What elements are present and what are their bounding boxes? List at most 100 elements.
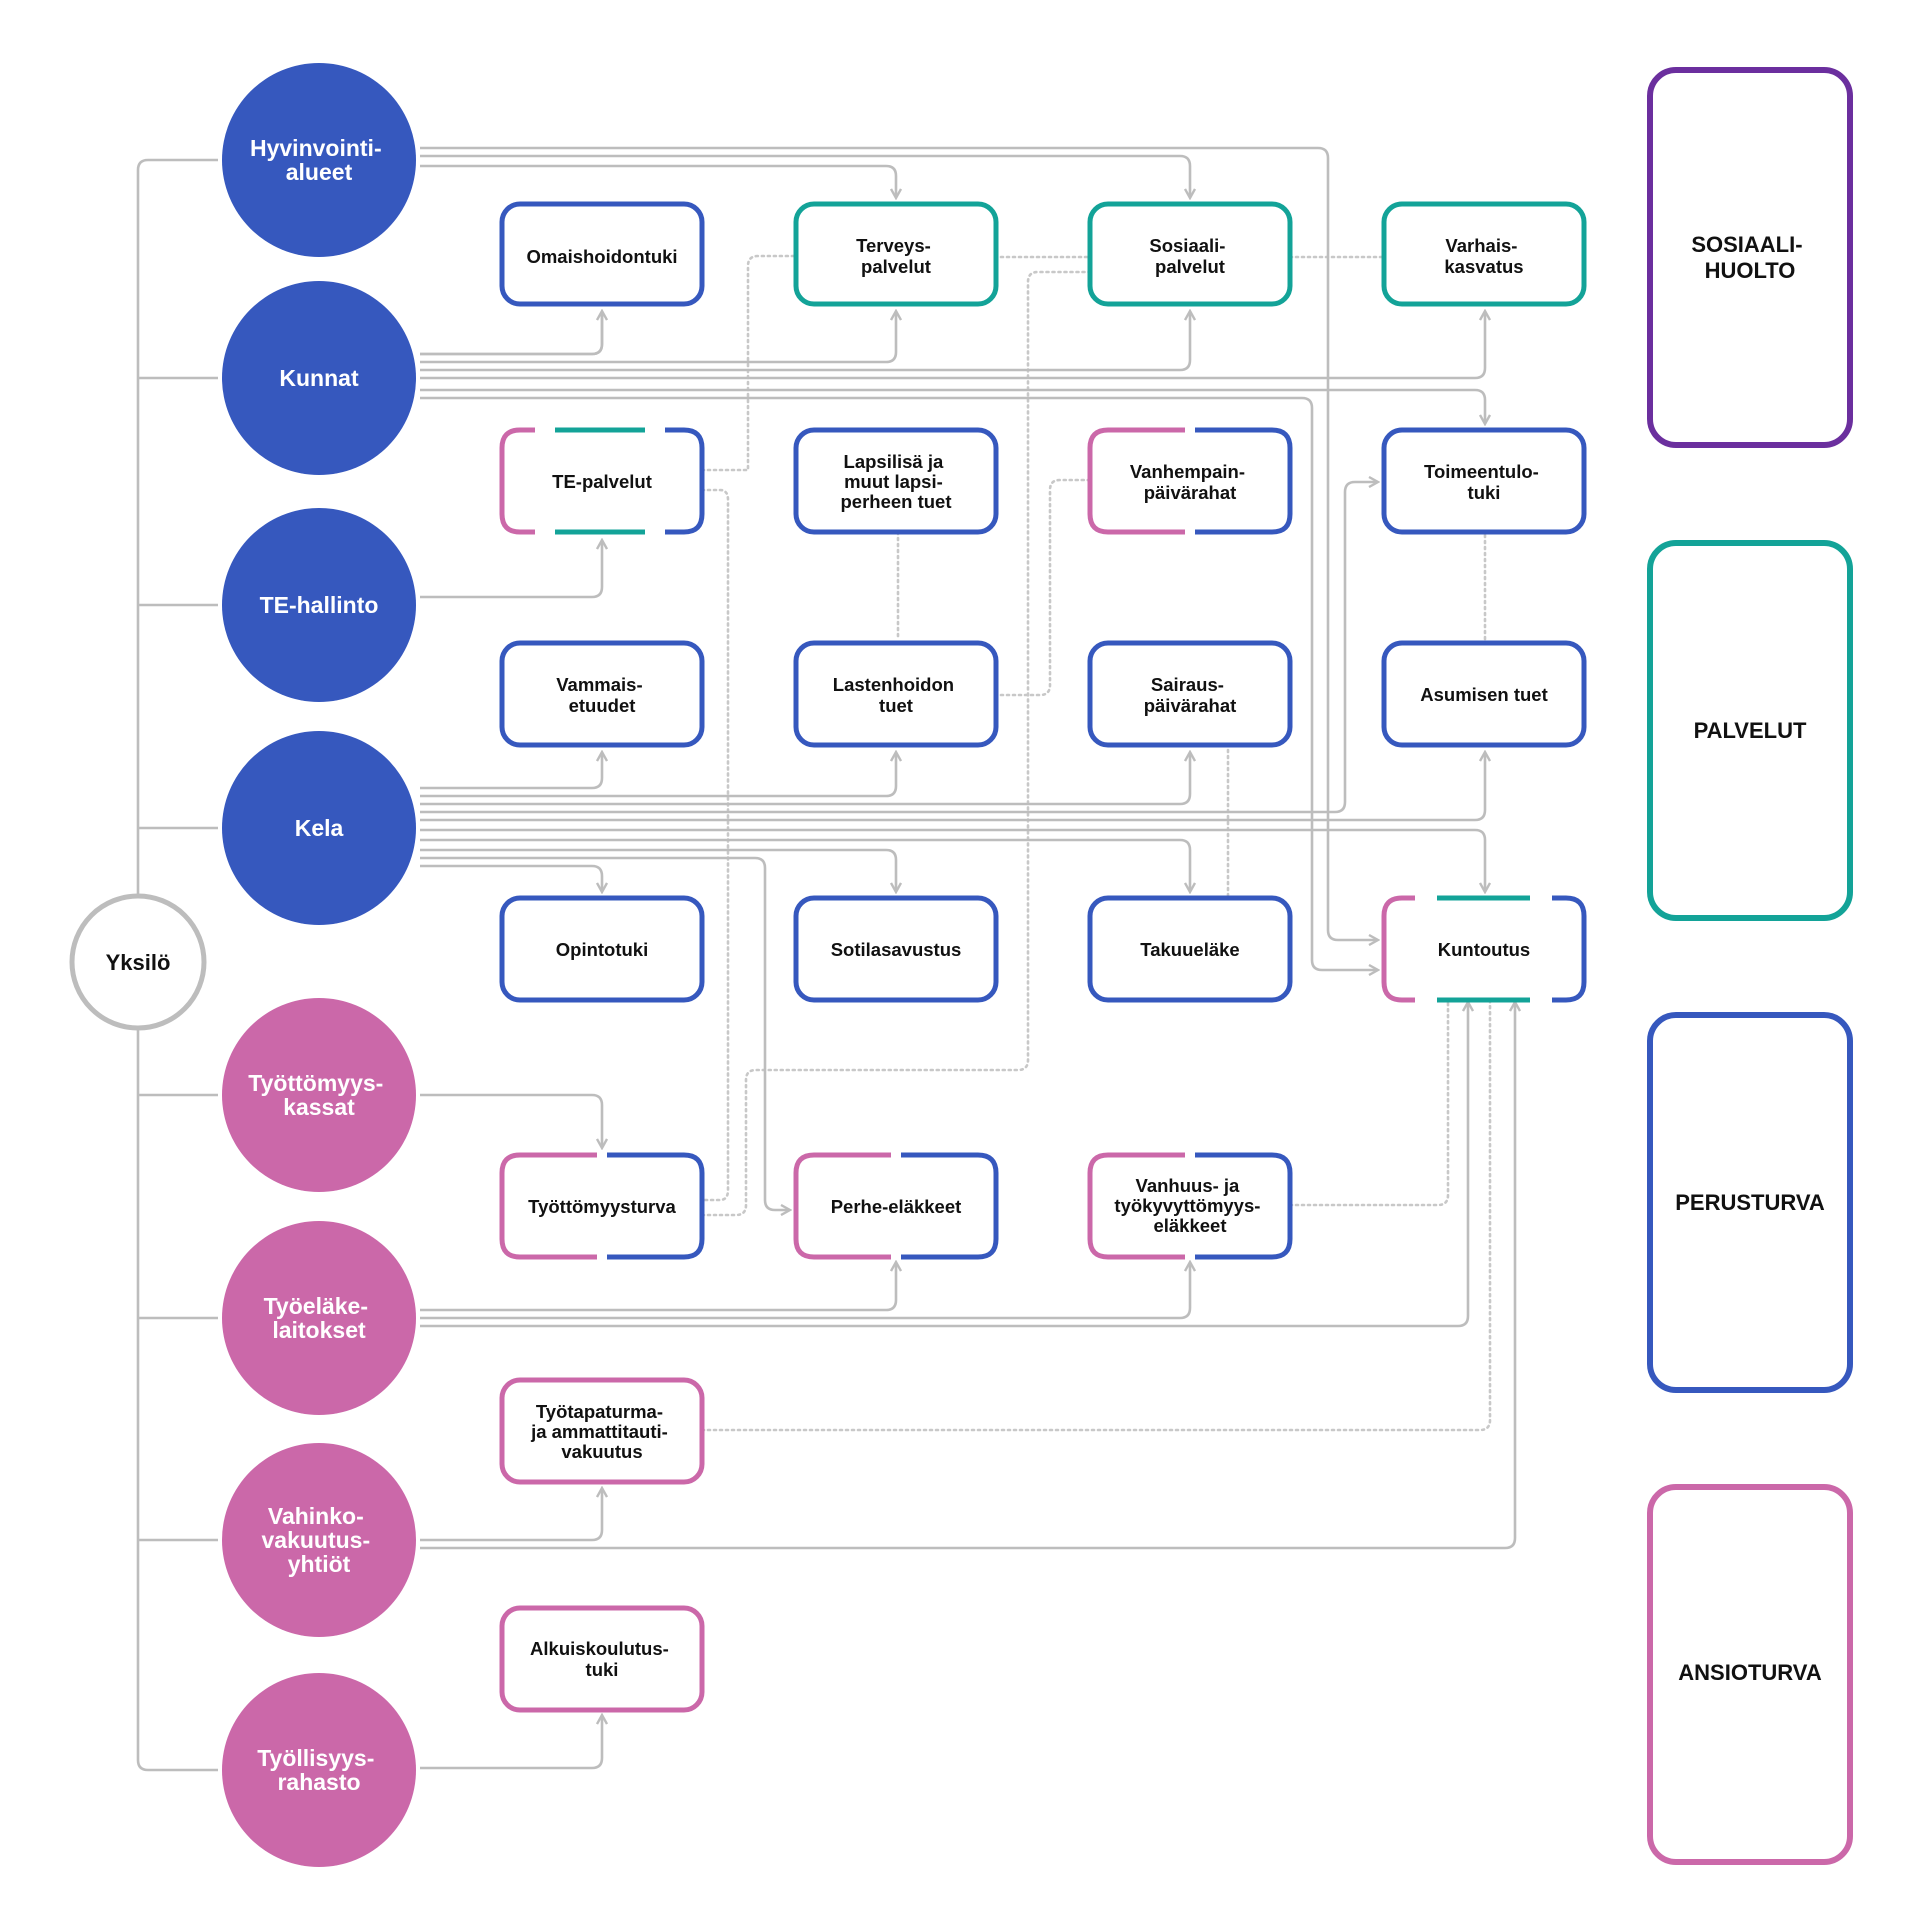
benefit-label-line: päivärahat bbox=[1144, 482, 1237, 503]
benefit-asumisen-tuet[interactable]: Asumisen tuet bbox=[1381, 640, 1587, 748]
provider-label-line: vakuutus- bbox=[261, 1527, 370, 1553]
benefit-label-line: etuudet bbox=[569, 695, 636, 716]
benefit-label-line: päivärahat bbox=[1144, 695, 1237, 716]
provider-hyvinvointialueet[interactable]: Hyvinvointi- alueet bbox=[222, 63, 416, 257]
benefit-label-line: kasvatus bbox=[1444, 256, 1523, 277]
provider-vahinkovakuutusyhtiot[interactable]: Vahinko- vakuutus- yhtiöt bbox=[222, 1443, 416, 1637]
benefit-label-line: Lastenhoidon bbox=[833, 674, 954, 695]
provider-label-line: yhtiöt bbox=[288, 1551, 351, 1577]
svg-text:Työttömyys- kassat: Työttömyys- kassat bbox=[248, 1070, 389, 1120]
benefit-label-line: Terveys- bbox=[856, 235, 931, 256]
svg-text:SOSIAALI- HUOLTO: SOSIAALI- HUOLTO bbox=[1691, 232, 1808, 283]
legend-sosiaalihuolto[interactable]: SOSIAALI- HUOLTO bbox=[1647, 67, 1853, 448]
svg-text:Sairaus- päivärahat: Sairaus- päivärahat bbox=[1144, 674, 1237, 716]
benefit-te-palvelut[interactable]: TE-palvelut bbox=[499, 427, 705, 535]
benefit-label-line: Vanhuus- ja bbox=[1136, 1175, 1241, 1196]
benefit-label-line: eläkkeet bbox=[1153, 1215, 1226, 1236]
svg-text:Vahinko- vakuutus-: Vahinko- vakuutus- yhtiöt bbox=[261, 1503, 376, 1577]
benefit-label-line: Toimeentulo- bbox=[1424, 461, 1539, 482]
benefit-label-line: Omaishoidontuki bbox=[526, 246, 677, 267]
provider-label-line: Hyvinvointi- bbox=[250, 135, 382, 161]
legend-perusturva[interactable]: PERUSTURVA bbox=[1647, 1012, 1853, 1393]
benefit-toimeentulotuki[interactable]: Toimeentulo- tuki bbox=[1381, 427, 1587, 535]
provider-kela[interactable]: Kela bbox=[222, 731, 416, 925]
benefit-tyottomyysturva[interactable]: Työttömyysturva bbox=[499, 1152, 705, 1260]
provider-tyollisyysrahasto[interactable]: Työllisyys- rahasto bbox=[222, 1673, 416, 1867]
benefit-vanhempainpaivarahat[interactable]: Vanhempain- päivärahat bbox=[1087, 427, 1293, 535]
legend-ansioturva[interactable]: ANSIOTURVA bbox=[1647, 1484, 1853, 1865]
svg-text:Vanhuus- ja työkyvyttömy: Vanhuus- ja työkyvyttömyys- eläkkeet bbox=[1114, 1175, 1265, 1236]
benefit-label-line: Takuueläke bbox=[1140, 939, 1239, 960]
benefit-label-line: ja ammattitauti- bbox=[530, 1421, 668, 1442]
benefit-perhe-elakkeet[interactable]: Perhe-eläkkeet bbox=[793, 1152, 999, 1260]
svg-text:Varhais- kasvatus: Varhais- kasvatus bbox=[1444, 235, 1523, 277]
provider-label-line: TE-hallinto bbox=[260, 592, 379, 618]
legend-label-line: PERUSTURVA bbox=[1675, 1190, 1825, 1215]
root-label: Yksilö bbox=[106, 950, 171, 975]
provider-label-line: rahasto bbox=[277, 1769, 360, 1795]
benefit-vammaisetuudet[interactable]: Vammais- etuudet bbox=[499, 640, 705, 748]
benefit-lastenhoidon-tuet[interactable]: Lastenhoidon tuet bbox=[793, 640, 999, 748]
svg-text:Työeläke- laitokset: Työeläke- laitokset bbox=[264, 1293, 375, 1343]
benefit-kuntoutus[interactable]: Kuntoutus bbox=[1381, 895, 1587, 1003]
benefit-label-line: perheen tuet bbox=[840, 491, 951, 512]
benefit-tyotapaturma[interactable]: Työtapaturma- ja ammattitauti- vakuutus bbox=[499, 1377, 705, 1485]
benefit-varhaiskasvatus[interactable]: Varhais- kasvatus bbox=[1381, 201, 1587, 307]
svg-text:Lastenhoidon tuet: Lastenhoidon tuet bbox=[833, 674, 959, 716]
provider-label-line: laitokset bbox=[272, 1317, 366, 1343]
provider-label-line: Työeläke- bbox=[264, 1293, 368, 1319]
root-circle bbox=[69, 893, 207, 1031]
provider-label-line: alueet bbox=[286, 159, 353, 185]
legend-palvelut[interactable]: PALVELUT bbox=[1647, 540, 1853, 921]
benefit-label-line: vakuutus bbox=[561, 1441, 642, 1462]
benefit-label-line: tuki bbox=[1468, 482, 1501, 503]
benefit-label-line: Perhe-eläkkeet bbox=[831, 1196, 962, 1217]
provider-label-line: kassat bbox=[283, 1094, 355, 1120]
benefit-opintotuki[interactable]: Opintotuki bbox=[499, 895, 705, 1003]
benefit-alkuiskoulutustuki[interactable]: Alkuiskoulutus- tuki bbox=[499, 1605, 705, 1713]
benefit-label-line: palvelut bbox=[1155, 256, 1225, 277]
benefit-lapsilisa[interactable]: Lapsilisä ja muut lapsi- perheen tuet bbox=[793, 427, 999, 535]
benefit-label-line: Varhais- bbox=[1445, 235, 1517, 256]
benefit-label-line: Vanhempain- bbox=[1130, 461, 1245, 482]
provider-label-line: Kunnat bbox=[279, 365, 359, 391]
benefit-omaishoidontuki[interactable]: Omaishoidontuki bbox=[499, 201, 705, 307]
benefit-label-line: työkyvyttömyys- bbox=[1114, 1195, 1260, 1216]
related-links bbox=[700, 254, 1492, 1432]
provider-kunnat[interactable]: Kunnat bbox=[222, 281, 416, 475]
benefit-label-line: Sotilasavustus bbox=[831, 939, 962, 960]
benefit-sairauspaivarahat[interactable]: Sairaus- päivärahat bbox=[1087, 640, 1293, 748]
benefit-sosiaalipalvelut[interactable]: Sosiaali- palvelut bbox=[1087, 201, 1293, 307]
benefit-label-line: Alkuiskoulutus- bbox=[530, 1638, 669, 1659]
provider-label-line: Kela bbox=[295, 815, 344, 841]
benefit-terveyspalvelut[interactable]: Terveys- palvelut bbox=[793, 201, 999, 307]
benefit-vanhuus-elakkeet[interactable]: Vanhuus- ja työkyvyttömyys- eläkkeet bbox=[1087, 1152, 1293, 1260]
svg-text:Työtapaturma- ja ammatti: Työtapaturma- ja ammattitauti- vakuutus bbox=[530, 1401, 673, 1462]
provider-te-hallinto[interactable]: TE-hallinto bbox=[222, 508, 416, 702]
benefit-label-line: Sairaus- bbox=[1151, 674, 1224, 695]
provider-tyottomyyskassat[interactable]: Työttömyys- kassat bbox=[222, 998, 416, 1192]
svg-text:Lapsilisä ja muut lapsi-: Lapsilisä ja muut lapsi- perheen tuet bbox=[840, 451, 951, 512]
provider-label-line: Työttömyys- bbox=[248, 1070, 383, 1096]
benefit-takuuelake[interactable]: Takuueläke bbox=[1087, 895, 1293, 1003]
legend-label-line: SOSIAALI- bbox=[1691, 232, 1802, 257]
root-node[interactable]: Yksilö bbox=[69, 893, 207, 1031]
svg-text:Terveys- palvelut: Terveys- palvelut bbox=[856, 235, 936, 277]
benefit-sotilasavustus[interactable]: Sotilasavustus bbox=[793, 895, 999, 1003]
benefit-label-line: Työtapaturma- bbox=[536, 1401, 663, 1422]
benefit-label-line: Työttömyysturva bbox=[528, 1196, 676, 1217]
benefit-label-line: Sosiaali- bbox=[1149, 235, 1225, 256]
legend-label-line: PALVELUT bbox=[1694, 718, 1807, 743]
svg-text:Vammais- etuudet: Vammais- etuudet bbox=[556, 674, 648, 716]
svg-text:Toimeentulo- tuki: Toimeentulo- tuki bbox=[1424, 461, 1544, 503]
provider-label-line: Työllisyys- bbox=[257, 1745, 374, 1771]
benefit-label-line: TE-palvelut bbox=[552, 471, 652, 492]
benefit-label-line: Lapsilisä ja bbox=[844, 451, 944, 472]
benefit-label-line: Asumisen tuet bbox=[1420, 684, 1547, 705]
benefit-label-line: Vammais- bbox=[556, 674, 642, 695]
svg-text:Sosiaali- palvelut: Sosiaali- palvelut bbox=[1149, 235, 1230, 277]
benefit-label-line: tuet bbox=[879, 695, 913, 716]
provider-tyoelakelaitokset[interactable]: Työeläke- laitokset bbox=[222, 1221, 416, 1415]
benefit-label-line: Kuntoutus bbox=[1438, 939, 1530, 960]
